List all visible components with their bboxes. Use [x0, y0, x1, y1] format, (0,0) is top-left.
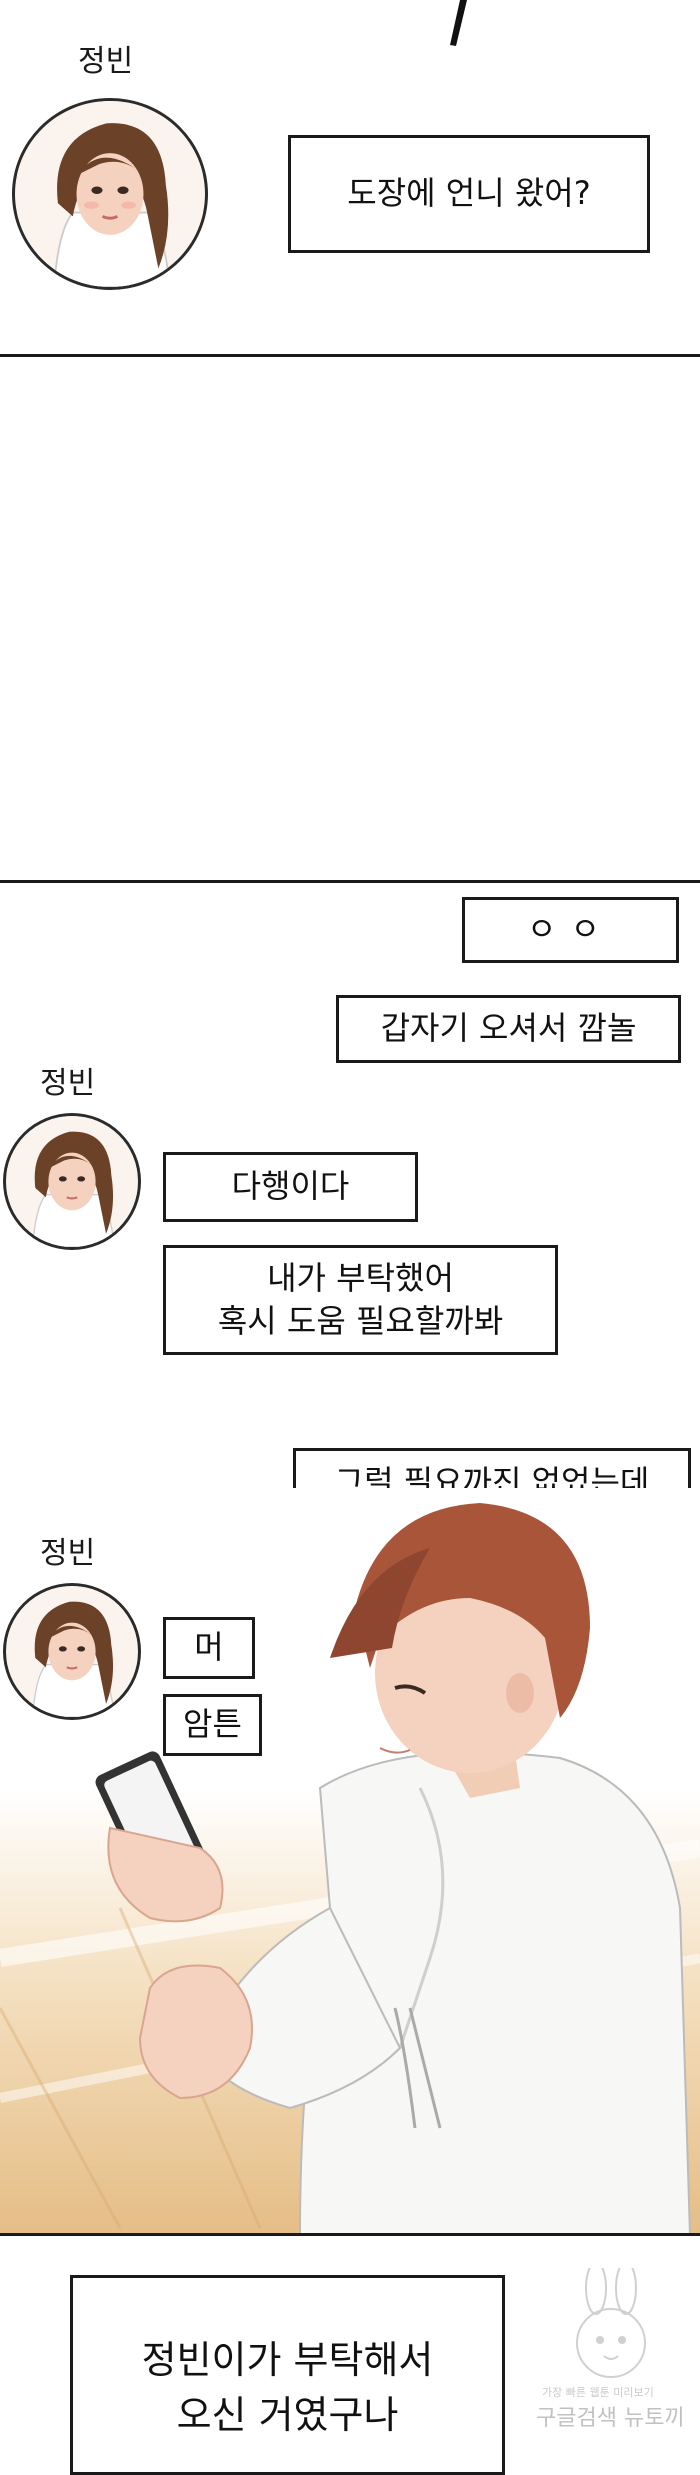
speed-line-decoration: [450, 0, 467, 46]
panel-divider: [0, 2233, 700, 2236]
jeongbin-avatar: [3, 1113, 141, 1250]
panel-divider: [0, 880, 700, 883]
jeongbin-avatar: [12, 98, 208, 290]
girl-portrait-icon: [6, 1116, 138, 1247]
speech-bubble: 도장에 언니 왔어?: [288, 135, 650, 253]
panel-divider: [0, 354, 700, 357]
speaker-name: 정빈: [78, 44, 134, 79]
girl-portrait-icon: [6, 1586, 138, 1717]
speech-bubble: 암튼: [163, 1694, 262, 1756]
speech-bubble: 갑자기 오셔서 깜놀: [336, 995, 681, 1063]
speech-bubble: 다행이다: [163, 1152, 418, 1222]
speaker-name: 정빈: [40, 1066, 96, 1101]
watermark-title: 구글검색 뉴토끼: [536, 2406, 685, 2431]
narration-caption: 정빈이가 부탁해서 오신 거였구나: [70, 2275, 505, 2475]
jeongbin-avatar: [3, 1583, 141, 1720]
speaker-name: 정빈: [40, 1536, 96, 1571]
speech-bubble: 내가 부탁했어 혹시 도움 필요할까봐: [163, 1245, 558, 1355]
speech-bubble: 머: [163, 1617, 255, 1679]
speech-bubble: ㅇㅇ: [462, 897, 679, 963]
watermark-tagline: 가장 빠른 웹툰 미리보기: [542, 2386, 654, 2399]
girl-portrait-icon: [17, 101, 203, 287]
watermark-logo: 가장 빠른 웹툰 미리보기 구글검색 뉴토끼: [536, 2261, 686, 2431]
